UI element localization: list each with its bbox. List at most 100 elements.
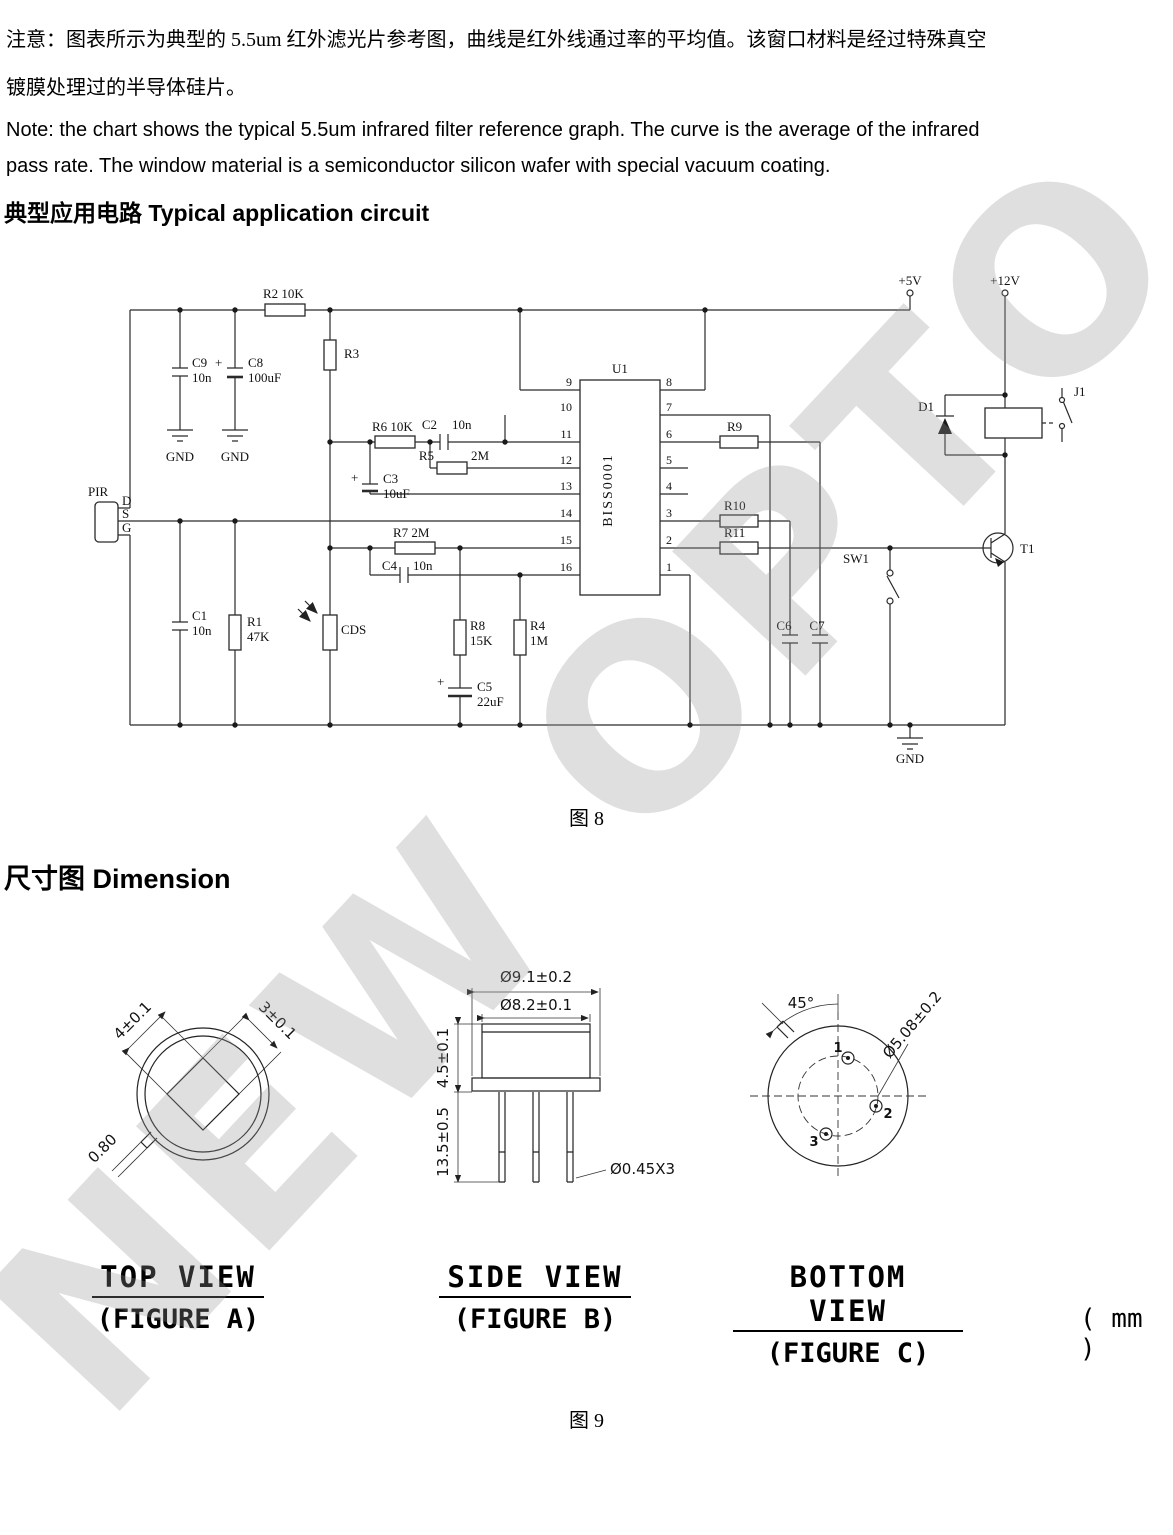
diode-d1: D1 bbox=[918, 394, 1005, 456]
dimension-drawings: 4±0.1 3±0.1 0.80 Ø9.1±0.2 Ø8.2±0.1 4.5± bbox=[84, 968, 945, 1183]
circuit-section-heading: 典型应用电路 Typical application circuit bbox=[4, 194, 1173, 228]
pin-number-15: 15 bbox=[560, 533, 572, 547]
capacitor-c1: C1 10n bbox=[172, 521, 212, 725]
dimension-figures: 4±0.1 3±0.1 0.80 Ø9.1±0.2 Ø8.2±0.1 4.5± bbox=[0, 926, 1173, 1386]
junction-dots bbox=[177, 307, 1008, 728]
c4-value: 10n bbox=[413, 558, 433, 573]
pir-pin-s: S bbox=[122, 506, 129, 521]
capacitor-c8: + C8 100uF GND bbox=[215, 310, 281, 464]
dim-91: Ø9.1±0.2 bbox=[500, 968, 572, 986]
pin-number-16: 16 bbox=[560, 560, 572, 574]
figure9-caption: 图 9 bbox=[569, 1410, 604, 1432]
dim-080: 0.80 bbox=[84, 1130, 120, 1166]
r4-ref: R4 bbox=[530, 618, 546, 633]
c1-ref: C1 bbox=[192, 608, 207, 623]
r10-label: R10 bbox=[724, 498, 746, 513]
c4-ref: C4 bbox=[382, 558, 398, 573]
pin-2-label: 2 bbox=[883, 1107, 892, 1122]
c9-value: 10n bbox=[192, 370, 212, 385]
side-view-subtitle: (FIGURE B) bbox=[453, 1304, 617, 1335]
note-en-line1: Note: the chart shows the typical 5.5um … bbox=[6, 119, 980, 141]
dimension-unit-label: ( mm ) bbox=[1080, 1304, 1143, 1364]
ic-name-label: BISS0001 bbox=[601, 453, 616, 527]
pin-number-13: 13 bbox=[560, 479, 572, 493]
resistor-r3-and-cds: R3 CDS bbox=[297, 310, 366, 725]
right-side-network: R9 R10 R11 C6 C7 bbox=[660, 310, 976, 725]
c5-value: 22uF bbox=[477, 694, 504, 709]
figure-a-label: TOP VIEW (FIGURE A) bbox=[68, 1260, 288, 1335]
supply-5v: +5V bbox=[898, 273, 922, 310]
c2-ref: C2 bbox=[422, 417, 437, 432]
switch-sw1: SW1 bbox=[843, 548, 900, 725]
pin-number-10: 10 bbox=[560, 400, 572, 414]
d1-label: D1 bbox=[918, 399, 934, 414]
supply-12v: +12V bbox=[990, 273, 1020, 408]
c8-value: 100uF bbox=[248, 370, 281, 385]
c9-ref: C9 bbox=[192, 355, 207, 370]
pin-number-7: 7 bbox=[666, 400, 672, 414]
c3-polarity: + bbox=[351, 470, 358, 485]
dim-4: 4±0.1 bbox=[110, 998, 155, 1043]
r6-label: R6 10K bbox=[372, 419, 413, 434]
j1-label: J1 bbox=[1074, 384, 1086, 399]
pin-number-2: 2 bbox=[666, 533, 672, 547]
c6-label: C6 bbox=[776, 618, 792, 633]
supply-12v-label: +12V bbox=[990, 273, 1020, 288]
c3-ref: C3 bbox=[383, 471, 398, 486]
relay-j1: J1 bbox=[984, 384, 1086, 442]
pir-sensor: PIR D S G bbox=[88, 484, 580, 543]
dim-3: 3±0.1 bbox=[255, 998, 300, 1043]
note-block: 注意：图表所示为典型的 5.5um 红外滤光片参考图，曲线是红外线通过率的平均值… bbox=[0, 0, 1173, 184]
pin-3-label: 3 bbox=[809, 1135, 818, 1150]
cds-label: CDS bbox=[341, 622, 366, 637]
top-view-title: TOP VIEW bbox=[92, 1260, 264, 1298]
r9-label: R9 bbox=[727, 419, 742, 434]
pin-number-1: 1 bbox=[666, 560, 672, 574]
resistor-r8-capacitor-c5: R8 15K + C5 22uF bbox=[437, 548, 504, 725]
power-rails bbox=[129, 309, 1005, 726]
pin-number-4: 4 bbox=[666, 479, 672, 493]
transistor-t1: T1 bbox=[976, 438, 1034, 725]
r1-ref: R1 bbox=[247, 614, 262, 629]
gnd-right-label: GND bbox=[896, 751, 924, 766]
ground-bottom-right: GND bbox=[896, 725, 924, 766]
supply-5v-label: +5V bbox=[898, 273, 922, 288]
figure8-caption: 图 8 bbox=[569, 808, 604, 830]
pin-number-6: 6 bbox=[666, 427, 672, 441]
figure-c-label: BOTTOM VIEW (FIGURE C) bbox=[733, 1260, 963, 1369]
c9-gnd-label: GND bbox=[166, 449, 194, 464]
pin-number-3: 3 bbox=[666, 506, 672, 520]
dim-508: Ø5.08±0.2 bbox=[879, 988, 945, 1062]
resistor-r4: R4 1M bbox=[513, 310, 580, 725]
r5-value: 2M bbox=[471, 448, 490, 463]
r8-ref: R8 bbox=[470, 618, 485, 633]
figure-c-bottom-view-drawing: 45° 1 2 3 Ø5.08±0.2 bbox=[750, 988, 945, 1180]
circuit-heading-cn: 典型应用电路 bbox=[4, 200, 142, 226]
pin-number-8: 8 bbox=[666, 375, 672, 389]
resistor-r1: R1 47K bbox=[228, 521, 270, 725]
resistor-r7: R7 2M bbox=[330, 525, 580, 555]
top-view-subtitle: (FIGURE A) bbox=[96, 1304, 260, 1335]
r4-value: 1M bbox=[530, 633, 549, 648]
dim-045: Ø0.45X3 bbox=[610, 1160, 675, 1178]
note-cn-line2: 镀膜处理过的半导体硅片。 bbox=[6, 77, 246, 99]
circuit-heading-en: Typical application circuit bbox=[148, 200, 430, 226]
pir-pin-g: G bbox=[122, 520, 131, 535]
ic-u1-biss0001: U1 BISS0001 9 10 11 12 13 14 15 16 8 7 6… bbox=[560, 361, 672, 596]
pin-number-9: 9 bbox=[566, 375, 572, 389]
bottom-view-title: BOTTOM VIEW bbox=[733, 1260, 963, 1332]
c3-value: 10uF bbox=[383, 486, 410, 501]
sw1-label: SW1 bbox=[843, 551, 869, 566]
note-cn-line1: 注意：图表所示为典型的 5.5um 红外滤光片参考图，曲线是红外线通过率的平均值… bbox=[6, 29, 987, 51]
side-view-title: SIDE VIEW bbox=[439, 1260, 631, 1298]
bottom-view-subtitle: (FIGURE C) bbox=[766, 1338, 930, 1369]
c1-value: 10n bbox=[192, 623, 212, 638]
capacitor-c9: C9 10n GND bbox=[166, 310, 212, 464]
dimension-heading-cn: 尺寸图 bbox=[4, 864, 85, 894]
dim-45h: 4.5±0.1 bbox=[434, 1028, 452, 1088]
r11-label: R11 bbox=[724, 525, 745, 540]
r1-value: 47K bbox=[247, 629, 270, 644]
r3-label: R3 bbox=[344, 346, 359, 361]
application-circuit-schematic: +5V +12V C9 10n GND + C8 100uF GND R2 10… bbox=[88, 273, 1086, 766]
